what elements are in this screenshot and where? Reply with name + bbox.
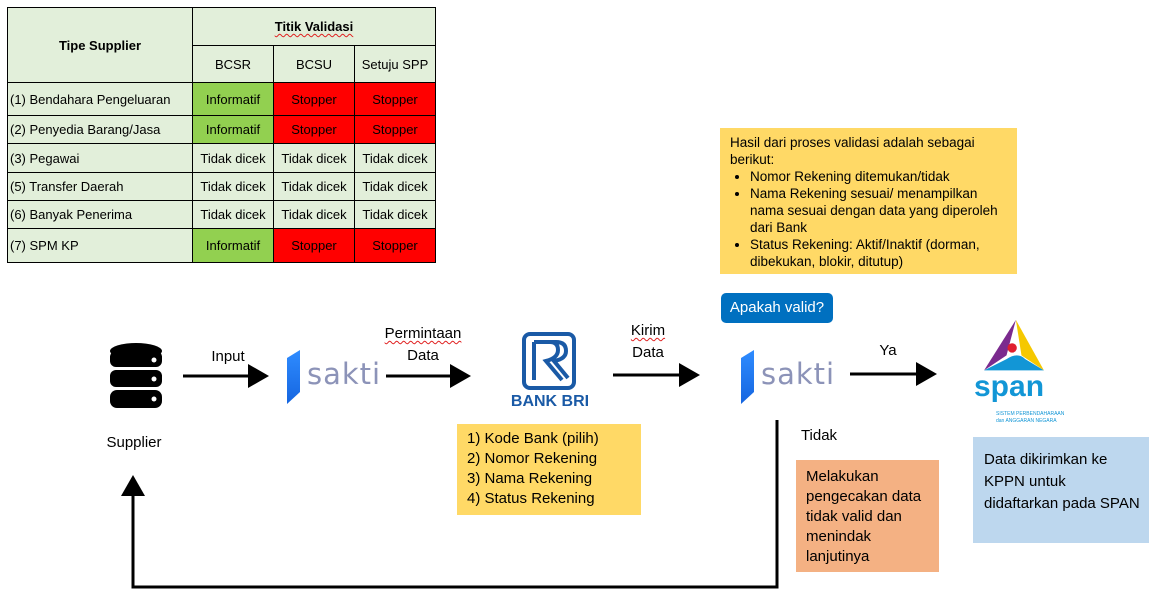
span-mark-icon [984,319,1044,371]
validation-table: Tipe Supplier Titik Validasi BCSR BCSU S… [7,7,436,263]
question-badge: Apakah valid? [721,293,833,323]
header-tipe-supplier: Tipe Supplier [7,7,193,83]
supplier-type-cell: (1) Bendahara Pengeluaran [7,82,193,116]
request-fields-box: 1) Kode Bank (pilih) 2) Nomor Rekening 3… [457,424,641,515]
input-label: Input [211,348,245,365]
validation-cell: Stopper [273,115,355,144]
validation-cell: Tidak dicek [273,200,355,229]
invalid-note-box: Melakukan pengecakan data tidak valid da… [796,460,939,572]
sakti-logo: sakti [737,350,837,404]
span-wordmark: span [974,370,1045,403]
result-note-intro: Hasil dari proses validasi adalah sebaga… [730,135,975,167]
yes-label: Ya [879,342,897,359]
request-field: 3) Nama Rekening [467,470,593,487]
validation-cell: Informatif [192,115,274,144]
no-label: Tidak [800,427,838,444]
validation-cell: Tidak dicek [354,200,436,229]
supplier-label: Supplier [106,434,162,451]
supplier-type-cell: (7) SPM KP [7,228,193,263]
validation-cell: Stopper [273,82,355,116]
arrow-no-return [121,420,779,589]
valid-note-box: Data dikirimkan ke KPPN untuk didaftarka… [973,437,1149,543]
bank-bri-logo: BANK BRI [500,332,600,412]
validation-cell: Informatif [192,82,274,116]
validation-cell: Tidak dicek [354,143,436,173]
bri-mark-icon [522,332,576,390]
result-bullet: Nomor Rekening ditemukan/tidak [750,168,1009,185]
validation-cell: Stopper [273,228,355,263]
validation-cell: Informatif [192,228,274,263]
supplier-type-cell: (3) Pegawai [7,143,193,173]
result-bullet: Status Rekening: Aktif/Inaktif (dorman, … [750,236,1009,270]
supplier-type-cell: (2) Penyedia Barang/Jasa [7,115,193,144]
sakti-mark-icon [741,350,754,404]
result-note-box: Hasil dari proses validasi adalah sebaga… [720,128,1017,274]
column-header: Setuju SPP [354,45,436,83]
validation-cell: Stopper [354,115,436,144]
validation-cell: Stopper [354,82,436,116]
result-bullet: Nama Rekening sesuai/ menampilkan nama s… [750,185,1009,236]
validation-cell: Stopper [354,228,436,263]
column-header: BCSR [192,45,274,83]
validation-cell: Tidak dicek [192,172,274,201]
request-field: 1) Kode Bank (pilih) [467,430,599,447]
sakti-mark-icon [287,350,300,404]
header-titik-validasi: Titik Validasi [192,7,436,46]
database-icon [110,343,162,408]
sakti-logo: sakti [283,350,383,404]
validation-cell: Tidak dicek [192,143,274,173]
validation-cell: Tidak dicek [273,172,355,201]
request-field: 2) Nomor Rekening [467,450,598,467]
request-field: 4) Status Rekening [467,490,595,507]
